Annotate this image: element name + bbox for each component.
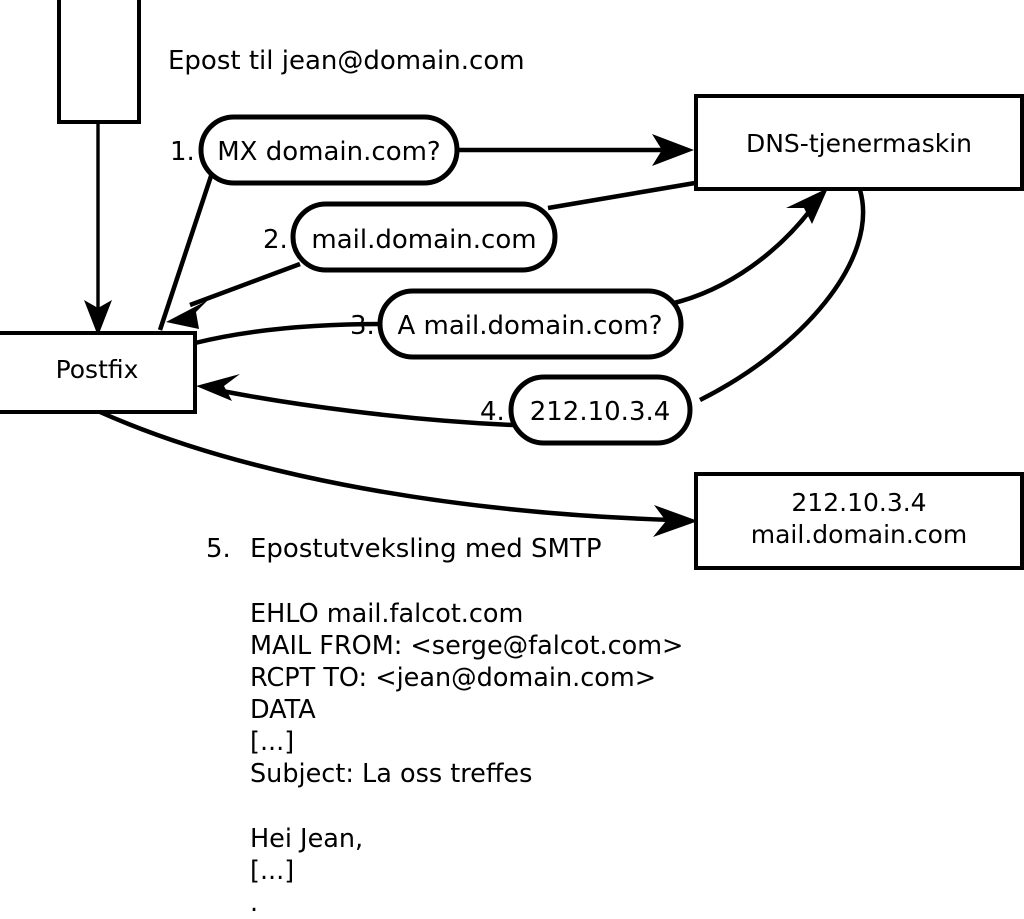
edge-dns-to-postfix-aanswer — [196, 189, 866, 428]
smtp-line: [...] — [250, 727, 294, 757]
step-5-label: Epostutveksling med SMTP — [250, 534, 602, 564]
target-host-label: mail.domain.com — [751, 520, 967, 549]
edge-client-to-postfix — [84, 122, 112, 336]
postfix-label: Postfix — [56, 355, 139, 384]
page-title: Epost til jean@domain.com — [168, 46, 525, 76]
edge-postfix-to-dns-query — [157, 134, 694, 331]
postfix-box[interactable] — [0, 331, 197, 414]
step-2-label: mail.domain.com — [311, 225, 536, 255]
step-2-number: 2. — [263, 225, 288, 255]
step-1-number: 1. — [170, 137, 195, 167]
target-mail-server-box[interactable] — [694, 472, 1024, 570]
step-4-label: 212.10.3.4 — [530, 397, 671, 427]
arrowhead-client-postfix — [84, 300, 112, 336]
arrowhead-a-answer-postfix — [196, 374, 240, 401]
step-2-bubble-group[interactable]: 2. mail.domain.com — [263, 201, 558, 273]
step-1-bubble[interactable] — [198, 114, 460, 186]
step-3-bubble[interactable] — [377, 288, 684, 360]
dns-server-box[interactable] — [694, 94, 1024, 191]
smtp-line: EHLO mail.falcot.com — [250, 599, 523, 629]
edge-postfix-to-dns-aquery — [194, 188, 828, 346]
step-3-bubble-group[interactable]: 3. A mail.domain.com? — [350, 288, 684, 360]
smtp-line: . — [250, 888, 258, 918]
arrowhead-answer-postfix — [166, 300, 208, 329]
target-mail-server-node[interactable]: 212.10.3.4 mail.domain.com — [694, 472, 1024, 570]
edge-dns-to-postfix-answer — [166, 180, 696, 329]
postfix-node[interactable]: Postfix — [0, 331, 197, 414]
step-3-number: 3. — [350, 311, 375, 341]
step-1-bubble-group[interactable]: 1. MX domain.com? — [170, 114, 460, 186]
smtp-line: DATA — [250, 695, 316, 725]
edge-postfix-to-target-smtp — [99, 409, 698, 537]
dns-server-label: DNS-tjenermaskin — [746, 129, 972, 158]
client-box[interactable] — [57, 0, 141, 124]
target-ip-label: 212.10.3.4 — [791, 488, 926, 517]
step-4-bubble[interactable] — [508, 374, 693, 446]
smtp-transcript: EHLO mail.falcot.com MAIL FROM: <serge@f… — [250, 599, 683, 918]
smtp-line: Hei Jean, — [250, 824, 363, 854]
step-4-bubble-group[interactable]: 4. 212.10.3.4 — [480, 374, 693, 446]
step-3-label: A mail.domain.com? — [398, 311, 663, 341]
step-5-number: 5. — [206, 534, 231, 564]
smtp-line: MAIL FROM: <serge@falcot.com> — [250, 631, 683, 661]
smtp-line: [...] — [250, 856, 294, 886]
step-4-number: 4. — [480, 397, 505, 427]
arrowhead-a-query-dns — [786, 188, 828, 224]
step-1-label: MX domain.com? — [217, 137, 440, 167]
step-2-bubble[interactable] — [290, 201, 558, 273]
smtp-line: RCPT TO: <jean@domain.com> — [250, 663, 656, 693]
arrowhead-smtp-target — [653, 505, 698, 537]
smtp-line: Subject: La oss treffes — [250, 759, 532, 789]
dns-server-node[interactable]: DNS-tjenermaskin — [694, 94, 1024, 191]
arrowhead-mx-query-dns — [652, 134, 694, 166]
